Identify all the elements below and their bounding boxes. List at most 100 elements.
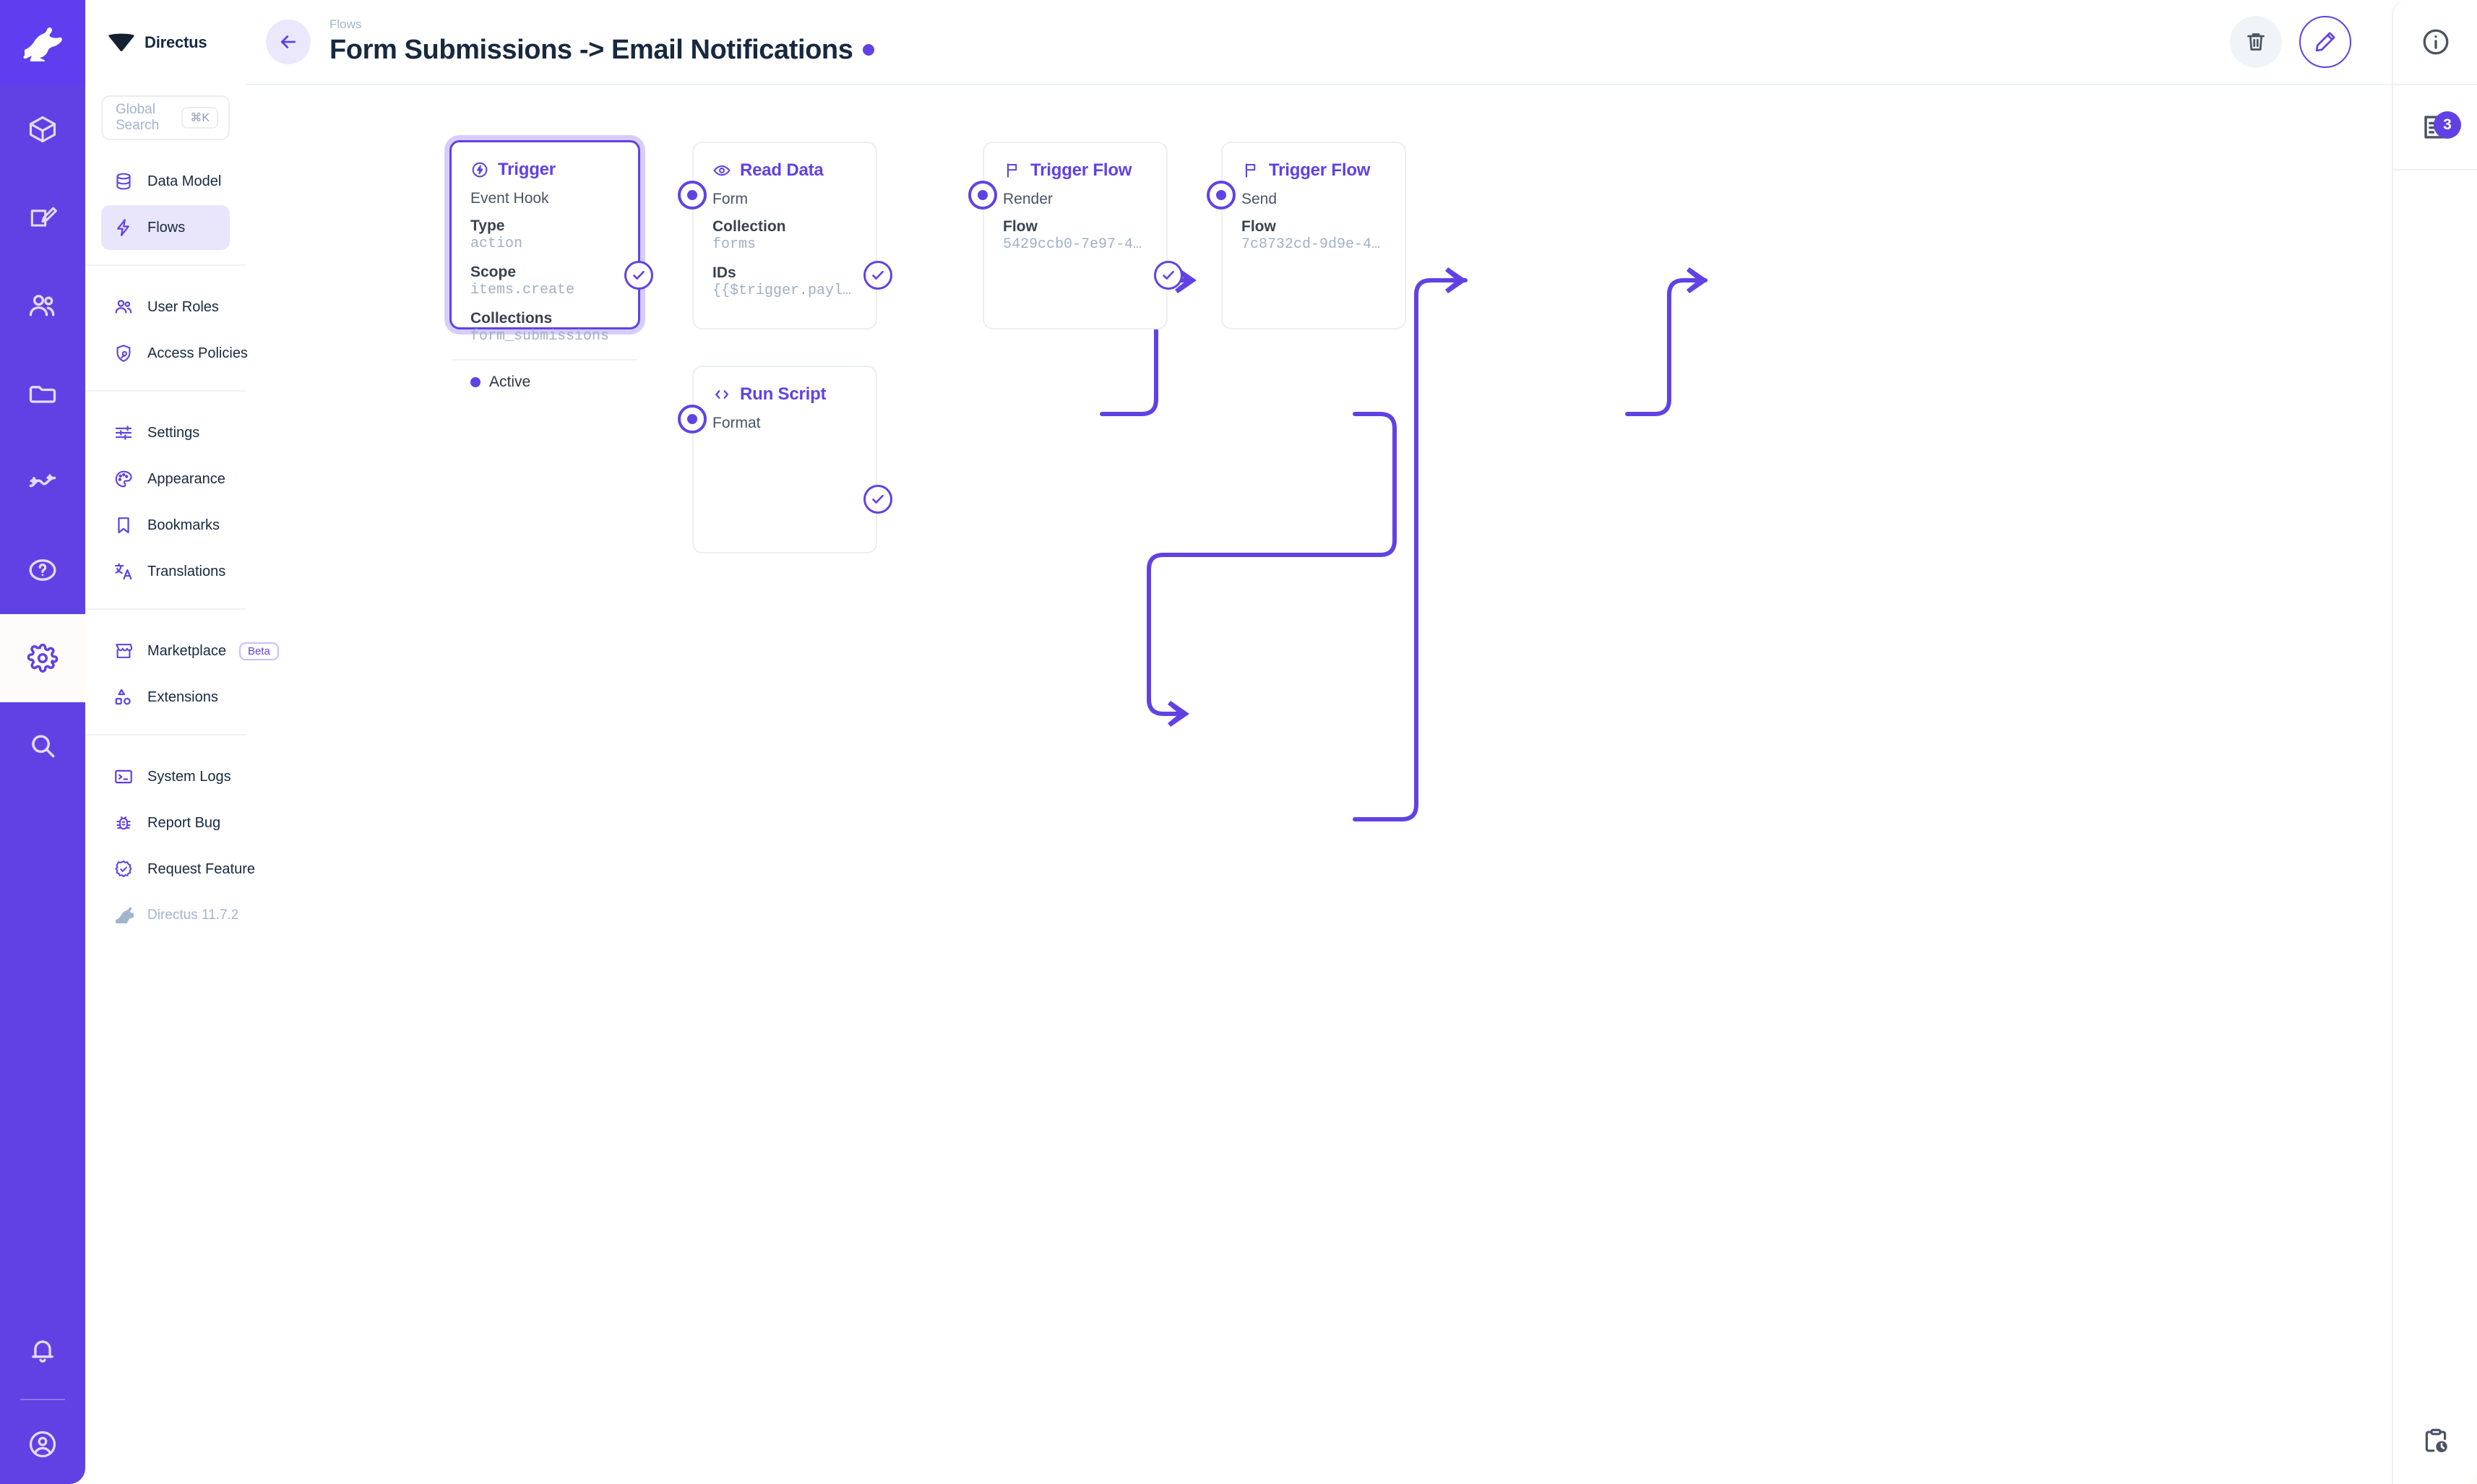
node-kind-label: Trigger Flow bbox=[1269, 160, 1371, 180]
search-shortcut: ⌘K bbox=[181, 107, 218, 129]
back-button[interactable] bbox=[266, 20, 311, 64]
directus-mark-icon bbox=[108, 33, 134, 51]
store-icon bbox=[113, 640, 134, 662]
rail-item-insights-module[interactable] bbox=[0, 438, 85, 526]
sidebar-item-extensions[interactable]: Extensions bbox=[101, 675, 230, 720]
rail-item-settings-module[interactable] bbox=[0, 614, 85, 702]
search-icon bbox=[32, 735, 55, 758]
node-footer: Active bbox=[452, 359, 638, 391]
field-value: forms bbox=[712, 236, 757, 253]
sidebar-item-label: Translations bbox=[147, 563, 226, 579]
sidebar-item-report-bug[interactable]: Report Bug bbox=[101, 801, 230, 845]
search-input[interactable]: Global Search ⌘K bbox=[101, 95, 230, 140]
sidebar-item-label: Report Bug bbox=[147, 814, 221, 831]
sidebar-item-label: Request Feature bbox=[147, 860, 255, 877]
help-circle-icon bbox=[29, 559, 56, 581]
sidebar-item-data-model[interactable]: Data Model bbox=[101, 159, 230, 204]
active-status-label: Active bbox=[489, 374, 531, 390]
info-panel-button[interactable] bbox=[2393, 0, 2477, 85]
port-read-data-resolve[interactable] bbox=[863, 261, 892, 290]
box-icon bbox=[29, 116, 56, 143]
flow-node-run-script[interactable]: Run Script Format bbox=[692, 366, 877, 553]
flow-node-trigger[interactable]: Trigger Event Hook Type action Scope ite… bbox=[449, 140, 640, 390]
port-trigger-flow-render-input[interactable] bbox=[968, 181, 997, 210]
rail-item-account[interactable] bbox=[0, 1405, 85, 1484]
breadcrumb[interactable]: Flows bbox=[329, 17, 362, 32]
edge-run-script-to-trigger-flow-render bbox=[1353, 278, 1468, 821]
rail-item-help-module[interactable] bbox=[0, 526, 85, 614]
edge-render-to-send bbox=[1625, 278, 1707, 416]
sidebar-item-marketplace[interactable]: Marketplace Beta bbox=[101, 629, 279, 673]
clipboard-clock-icon bbox=[2425, 1428, 2447, 1453]
lightning-icon bbox=[113, 217, 134, 238]
edit-flow-button[interactable] bbox=[2299, 16, 2351, 68]
field-key: Flow bbox=[1003, 218, 1038, 235]
bookmark-icon bbox=[113, 514, 134, 536]
port-run-script-input[interactable] bbox=[678, 405, 707, 433]
flow-runs-button[interactable] bbox=[2393, 1399, 2477, 1484]
sidebar-item-appearance[interactable]: Appearance bbox=[101, 457, 230, 501]
sidebar-item-label: Access Policies bbox=[147, 345, 248, 361]
sidebar-item-bookmarks[interactable]: Bookmarks bbox=[101, 503, 230, 548]
port-dot bbox=[687, 414, 697, 424]
rail-item-notifications[interactable] bbox=[0, 1306, 85, 1394]
sidebar-item-settings[interactable]: Settings bbox=[101, 410, 230, 455]
version-text: Directus 11.7.2 bbox=[147, 907, 239, 923]
flow-node-trigger-flow-send[interactable]: Trigger Flow Send Flow 7c8732cd-9d9e-44b… bbox=[1221, 142, 1406, 329]
edge-arrowheads bbox=[1168, 267, 1708, 727]
check-icon bbox=[633, 270, 645, 280]
flow-node-read-data[interactable]: Read Data Form Collection forms IDs {{$t… bbox=[692, 142, 877, 329]
flow-canvas[interactable]: Trigger Event Hook Type action Scope ite… bbox=[246, 85, 2392, 1484]
port-trigger-resolve[interactable] bbox=[624, 261, 653, 290]
nav-group-settings: Settings Appearance Bookmarks Translatio… bbox=[85, 390, 246, 594]
port-trigger-flow-render-resolve[interactable] bbox=[1154, 261, 1183, 290]
sidebar-item-user-roles[interactable]: User Roles bbox=[101, 285, 230, 329]
port-read-data-input[interactable] bbox=[678, 181, 707, 210]
user-circle-icon bbox=[29, 1431, 56, 1458]
brand-header: Directus bbox=[85, 0, 246, 85]
info-circle-icon bbox=[2423, 29, 2449, 55]
delete-flow-button[interactable] bbox=[2230, 16, 2282, 68]
field-key: Type bbox=[470, 217, 505, 234]
sidebar-item-flows[interactable]: Flows bbox=[101, 205, 230, 250]
node-kind-label: Trigger bbox=[498, 160, 556, 179]
rail-item-files-module[interactable] bbox=[0, 350, 85, 438]
sidebar-item-request-feature[interactable]: Request Feature bbox=[101, 847, 255, 892]
port-run-script-resolve[interactable] bbox=[863, 485, 892, 514]
activity-count-badge: 3 bbox=[2434, 111, 2461, 139]
rabbit-logo-icon bbox=[23, 27, 62, 61]
sparkle-line-icon bbox=[29, 474, 56, 488]
palette-icon bbox=[113, 468, 134, 490]
eye-icon bbox=[713, 165, 731, 176]
sidebar-item-label: Extensions bbox=[147, 689, 218, 705]
trash-icon bbox=[2247, 33, 2265, 51]
check-icon bbox=[872, 270, 884, 280]
flow-node-trigger-flow-render[interactable]: Trigger Flow Render Flow 5429ccb0-7e97-4… bbox=[983, 142, 1168, 329]
rail-item-users-module[interactable] bbox=[0, 262, 85, 350]
rail-item-search-module[interactable] bbox=[0, 702, 85, 790]
arrow-left-icon bbox=[280, 35, 296, 48]
node-kind-label: Run Script bbox=[740, 384, 827, 404]
rail-item-content-module[interactable] bbox=[0, 85, 85, 173]
field-value: form_submissions bbox=[470, 328, 610, 345]
sidebar-item-translations[interactable]: Translations bbox=[101, 549, 230, 594]
field-value: 5429ccb0-7e97-4ef5-9d65-2b… bbox=[1003, 236, 1147, 253]
node-subtitle: Format bbox=[712, 415, 761, 431]
flag-icon bbox=[1007, 163, 1017, 178]
sidebar-item-access-policies[interactable]: Access Policies bbox=[101, 331, 248, 376]
code-icon bbox=[715, 390, 728, 399]
directus-logo-button[interactable] bbox=[0, 0, 85, 85]
page-header: Flows Form Submissions -> Email Notifica… bbox=[246, 0, 2392, 85]
trigger-circle-icon bbox=[472, 162, 488, 178]
field-value: items.create bbox=[470, 282, 575, 298]
edge-read-data-to-run-script bbox=[1147, 412, 1397, 716]
port-trigger-flow-send-input[interactable] bbox=[1207, 181, 1236, 210]
rail-item-editor-module[interactable] bbox=[0, 173, 85, 262]
module-rail bbox=[0, 0, 85, 1484]
port-dot bbox=[687, 190, 697, 200]
activity-log-button[interactable]: 3 bbox=[2393, 85, 2477, 171]
sidebar-item-label: Appearance bbox=[147, 470, 225, 487]
pencil-icon bbox=[2315, 32, 2335, 52]
field-key: Collections bbox=[470, 310, 553, 327]
sidebar-item-system-logs[interactable]: System Logs bbox=[101, 754, 231, 799]
